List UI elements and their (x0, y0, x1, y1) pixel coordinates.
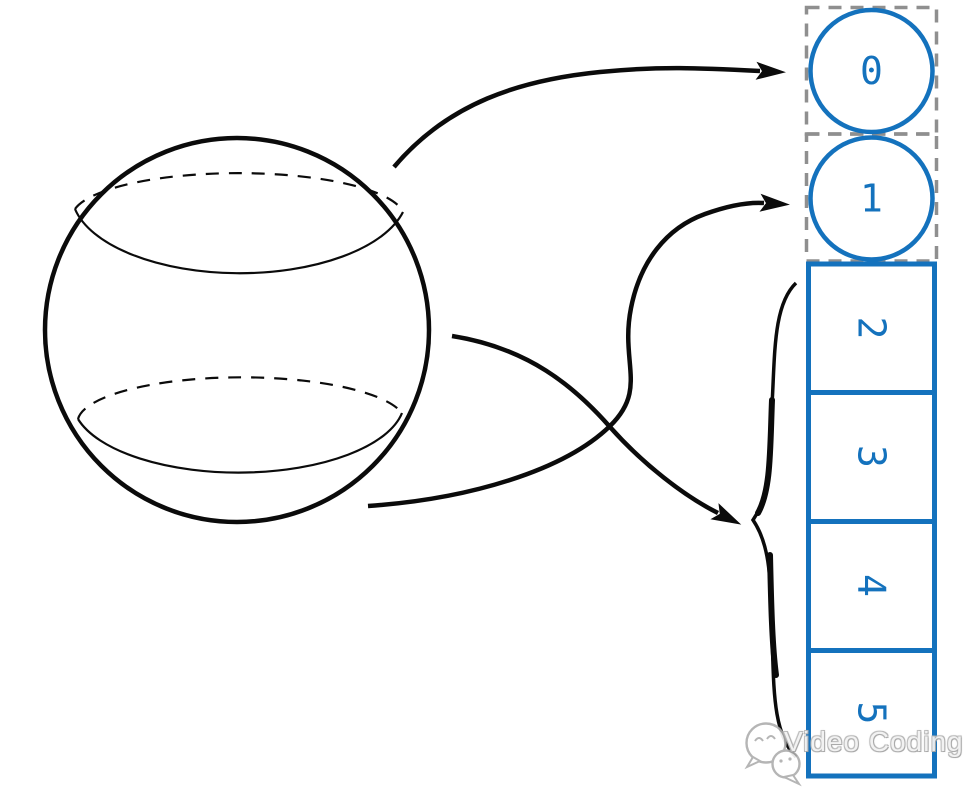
cell-label-4: 4 (850, 574, 894, 597)
cell-label-5: 5 (850, 702, 894, 725)
sphere-latitude-upper-front (73, 208, 404, 275)
cell-circle-0 (808, 7, 935, 135)
watermark-text: Video Coding (784, 726, 964, 757)
cell-circle-1 (808, 135, 935, 262)
dashed-slot-0 (804, 5, 939, 136)
cell-label-2: 2 (850, 317, 894, 340)
cell-label-0: 0 (860, 49, 883, 93)
arrow-sphere-to-slot-1 (367, 193, 790, 509)
arrow-sphere-to-slot-0 (392, 61, 786, 169)
sphere-latitude-upper-back-icon (74, 172, 405, 213)
curly-brace (750, 281, 798, 759)
sphere-outline (42, 135, 432, 525)
dashed-slot-1 (804, 132, 939, 263)
arrow-sphere-to-brace (451, 333, 742, 525)
cell-label-3: 3 (850, 445, 894, 468)
curly-brace-thick-lower (767, 552, 779, 678)
wechat-icon (744, 722, 802, 787)
sphere-latitude-lower-back-icon (76, 376, 403, 420)
cell-label-1: 1 (860, 177, 883, 221)
curly-brace-thick-upper (755, 397, 775, 516)
sphere-latitude-lower-front (77, 412, 404, 474)
